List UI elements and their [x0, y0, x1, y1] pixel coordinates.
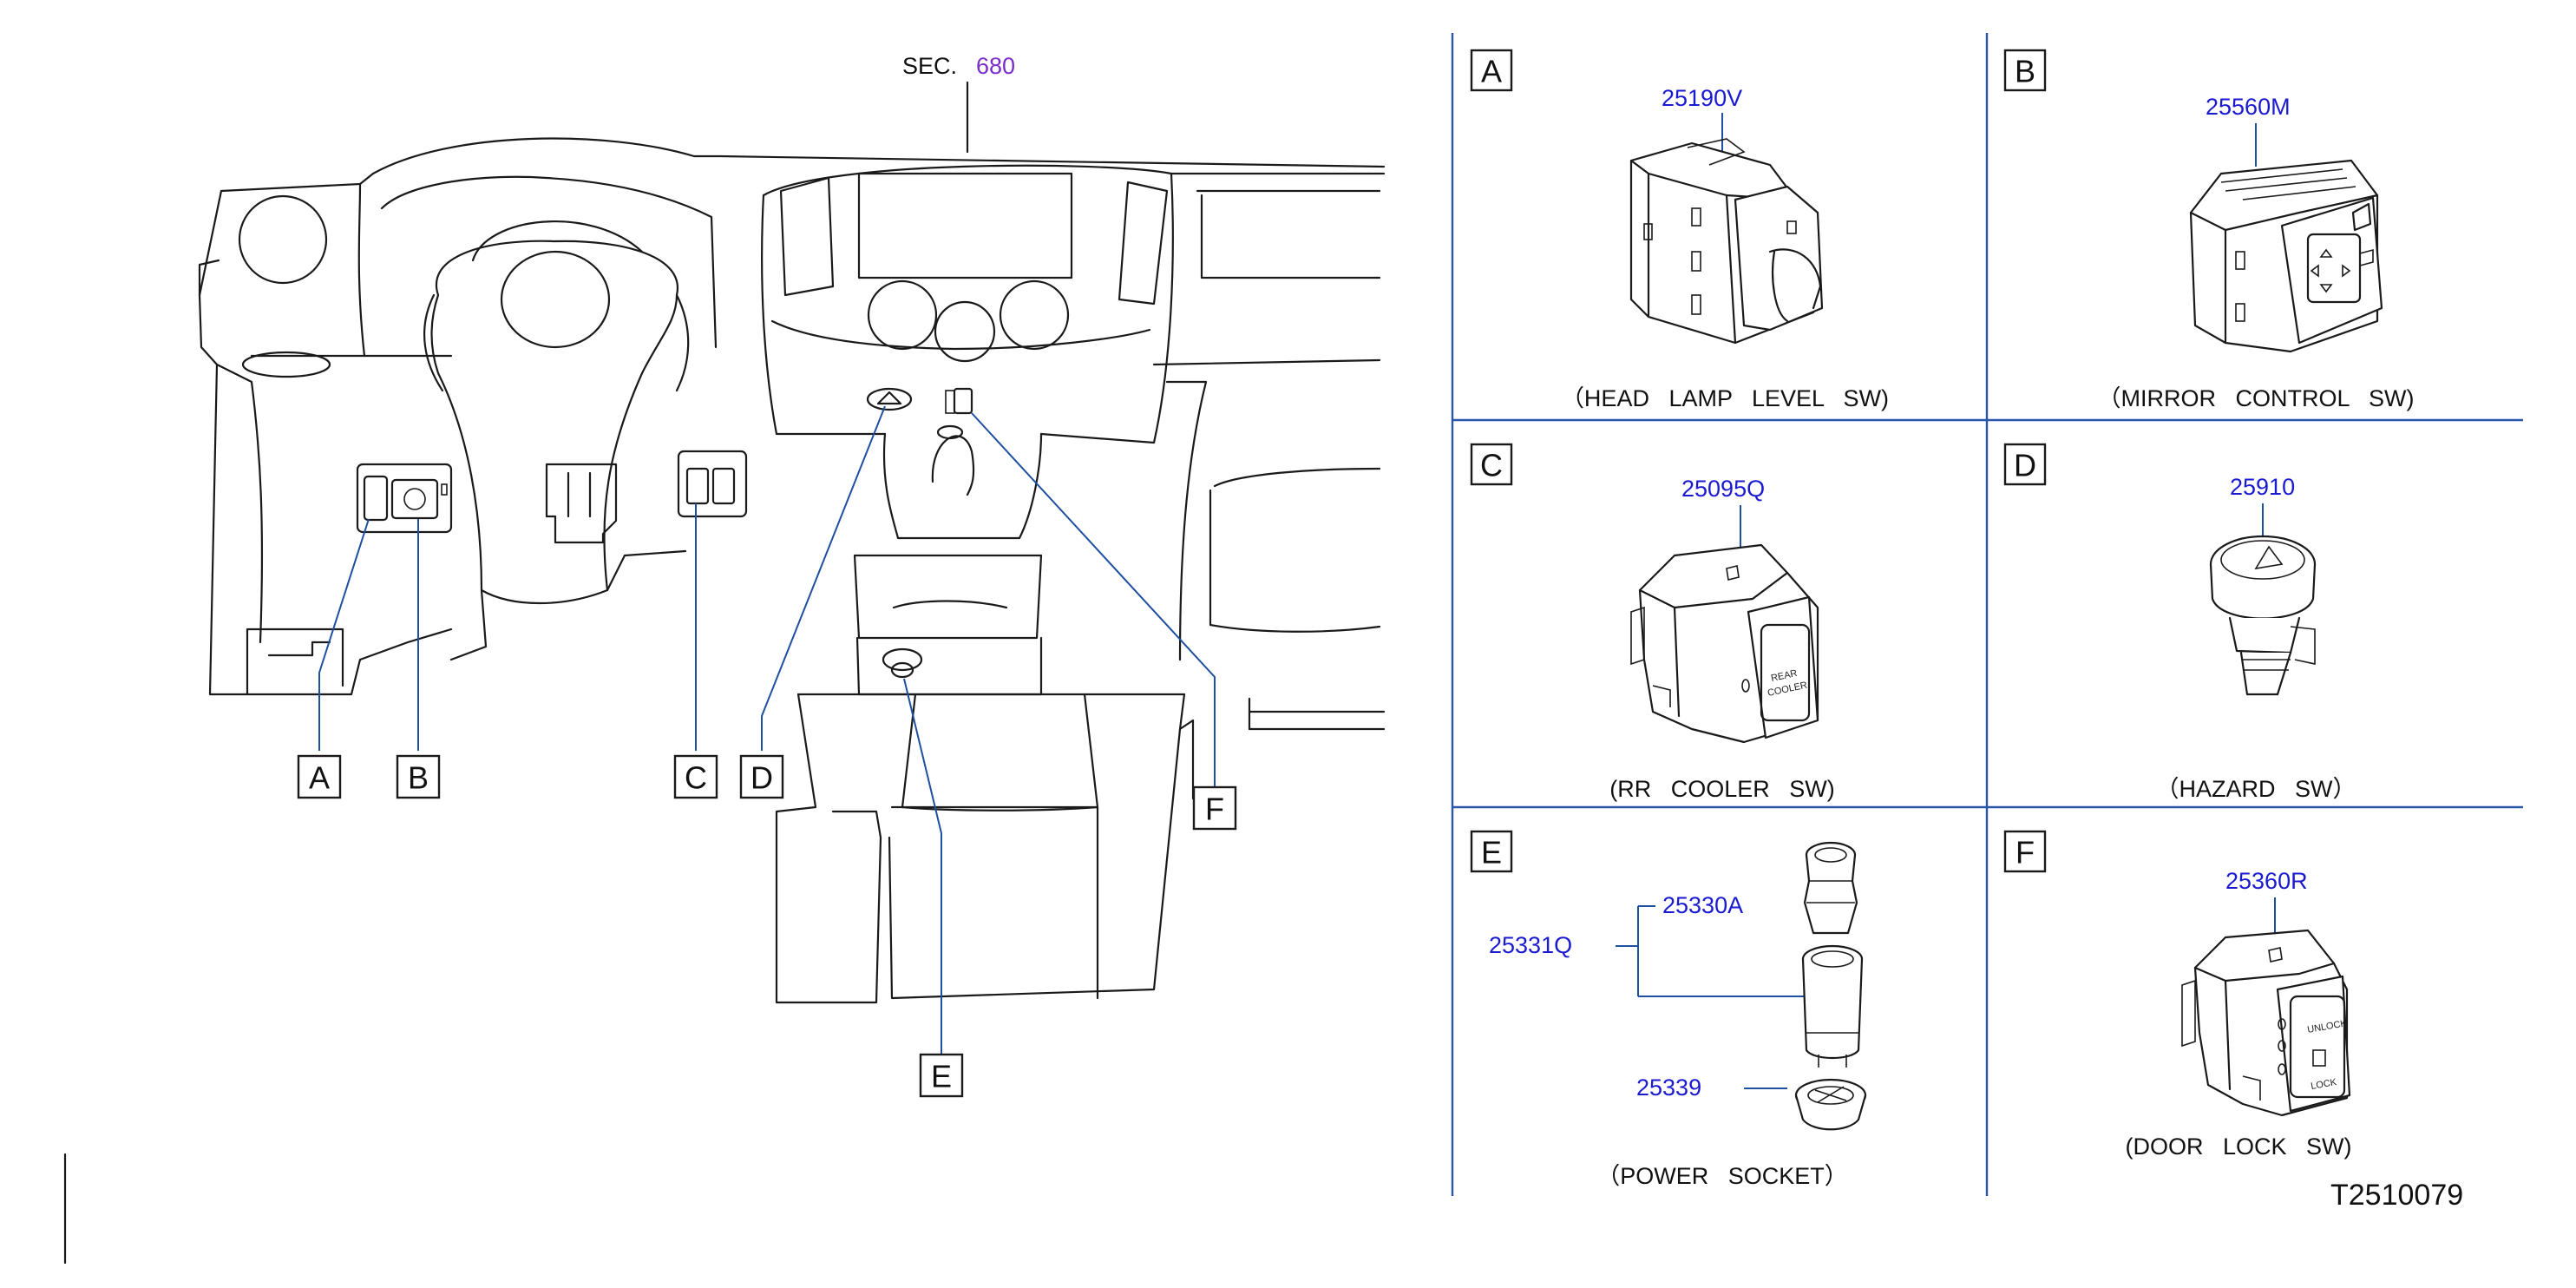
- panel-a: A 25190V （HEAD LAMP LEVEL SW): [1470, 49, 1889, 411]
- panel-c: C 25095Q REAR COOLER (RR COOLER SW): [1470, 443, 1835, 802]
- part-number-e-plug: 25330A: [1662, 892, 1743, 918]
- sec-prefix: SEC.: [902, 53, 957, 79]
- svg-text:F: F: [1205, 792, 1224, 827]
- svg-text:B: B: [408, 760, 429, 796]
- svg-text:D: D: [751, 760, 773, 796]
- callout-f: F: [1192, 785, 1237, 831]
- callout-e: E: [919, 1053, 964, 1098]
- lock-label: LOCK: [2310, 1077, 2337, 1092]
- callout-a: A: [297, 754, 342, 799]
- svg-text:D: D: [2014, 448, 2036, 483]
- detail-grid: [1451, 33, 2523, 1196]
- svg-text:A: A: [1481, 54, 1502, 89]
- svg-text:B: B: [2015, 54, 2035, 89]
- caption-a: （HEAD LAMP LEVEL SW): [1561, 385, 1889, 411]
- head-lamp-level-switch-drawing: [1629, 138, 1824, 345]
- part-number-e-ring: 25339: [1636, 1074, 1701, 1101]
- svg-text:C: C: [1480, 448, 1503, 483]
- svg-text:E: E: [1481, 835, 1502, 871]
- panel-e: E 25330A 25331Q 25339 （POWER SOCKET）: [1470, 830, 1867, 1189]
- main-callouts: A B C D E F: [297, 754, 1237, 1098]
- mirror-control-switch-drawing: [2189, 159, 2383, 353]
- main-leader-lines: [318, 405, 1216, 1055]
- part-number-e-assembly: 25331Q: [1489, 932, 1572, 958]
- panel-f: F 25360R UNLOCK LOCK (DOOR LOCK SW): [2003, 830, 2352, 1160]
- part-number-b: 25560M: [2206, 94, 2291, 120]
- dashboard-illustration: [198, 81, 1386, 1004]
- part-number-f: 25360R: [2225, 868, 2308, 894]
- caption-f: (DOOR LOCK SW): [2125, 1134, 2351, 1160]
- svg-text:F: F: [2016, 835, 2035, 871]
- part-number-a: 25190V: [1662, 85, 1742, 111]
- part-number-d: 25910: [2230, 474, 2295, 500]
- caption-e: （POWER SOCKET）: [1596, 1163, 1848, 1189]
- caption-b: （MIRROR CONTROL SW): [2098, 385, 2415, 411]
- power-socket-drawing: [1794, 841, 1867, 1131]
- svg-text:A: A: [309, 760, 330, 796]
- door-lock-switch-drawing: UNLOCK LOCK: [2181, 929, 2351, 1117]
- drawing-code: T2510079: [2330, 1179, 2463, 1212]
- caption-d: （HAZARD SW）: [2155, 776, 2356, 802]
- part-number-c: 25095Q: [1681, 476, 1765, 502]
- callout-d: D: [739, 754, 784, 799]
- callout-b: B: [396, 754, 441, 799]
- panel-b: B 25560M （MIRROR CONTROL SW): [2003, 49, 2415, 411]
- callout-c: C: [673, 754, 718, 799]
- svg-text:C: C: [685, 760, 707, 796]
- section-reference: SEC. 680: [902, 53, 1015, 79]
- rr-cooler-switch-drawing: REAR COOLER: [1630, 543, 1819, 744]
- sec-number: 680: [976, 53, 1015, 79]
- svg-text:E: E: [931, 1059, 952, 1094]
- caption-c: (RR COOLER SW): [1609, 776, 1835, 802]
- hazard-switch-drawing: [2209, 535, 2317, 696]
- panel-d: D 25910 （HAZARD SW）: [2003, 443, 2356, 802]
